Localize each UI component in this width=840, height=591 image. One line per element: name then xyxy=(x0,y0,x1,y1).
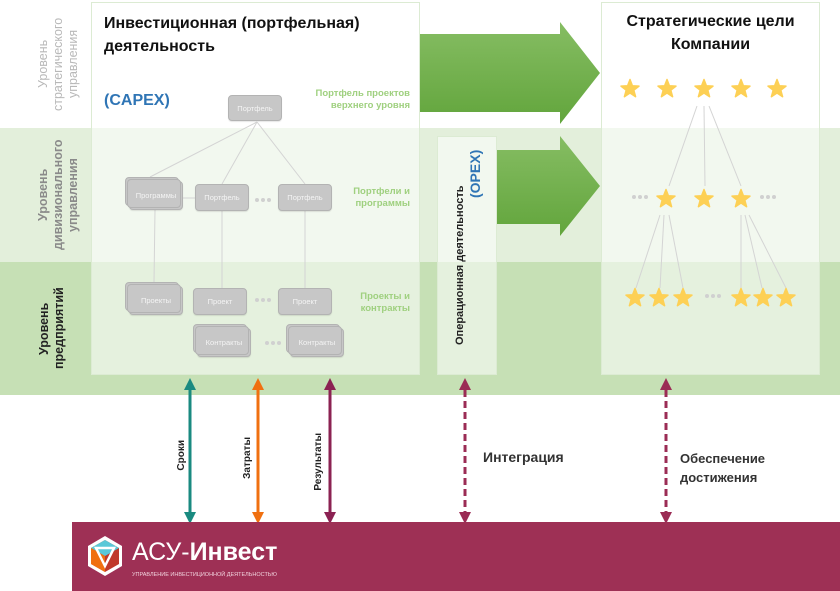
star-icon xyxy=(657,78,677,98)
costs-arrow xyxy=(252,378,264,524)
brand-prefix: АСУ- xyxy=(132,538,190,566)
star-icon xyxy=(776,287,796,307)
node-portfolio-2: Портфель xyxy=(278,184,332,211)
tier-mid-label: Портфели и программы xyxy=(353,186,410,209)
tier-top-label: Портфель проектов верхнего уровня xyxy=(315,88,411,111)
integration-arrow xyxy=(459,378,471,524)
star-icon xyxy=(753,287,773,307)
node-programs: Программы xyxy=(125,177,183,210)
star-icon xyxy=(694,78,714,98)
capex-label: (CAPEX) xyxy=(104,92,170,109)
star-icon xyxy=(625,287,645,307)
goal-stars xyxy=(620,78,796,307)
achievement-label: Обеспечение достижения xyxy=(680,451,766,485)
deadlines-label-wrap: Сроки xyxy=(176,430,187,480)
star-icon xyxy=(656,188,676,208)
brand-name: АСУ-Инвест xyxy=(132,538,277,567)
node-projects: Проекты xyxy=(125,282,183,315)
capex-to-goals-arrow xyxy=(420,22,600,124)
deadlines-label: Сроки xyxy=(176,439,187,471)
results-label: Результаты xyxy=(313,433,324,491)
asu-invest-logo-icon xyxy=(88,536,122,576)
hierarchy-lines xyxy=(149,105,787,289)
costs-label-wrap: Затраты xyxy=(242,430,253,486)
node-project-2: Проект xyxy=(278,288,332,315)
results-arrow xyxy=(324,378,336,524)
star-icon xyxy=(731,287,751,307)
star-icon xyxy=(620,78,640,98)
goals-panel xyxy=(601,2,820,375)
costs-label: Затраты xyxy=(242,437,253,479)
star-icon xyxy=(731,78,751,98)
operations-title: Операционная деятельность xyxy=(453,185,466,345)
node-top-portfolio: Портфель xyxy=(228,95,282,121)
node-portfolio-1: Портфель xyxy=(195,184,249,211)
brand-bar: АСУ-Инвест УПРАВЛЕНИЕ ИНВЕСТИЦИОННОЙ ДЕЯ… xyxy=(72,522,840,591)
star-icon xyxy=(673,287,693,307)
opex-label: (OPEX) xyxy=(466,150,483,199)
brand-main: Инвест xyxy=(189,538,278,566)
star-icon xyxy=(694,188,714,208)
opex-labels: Операционная деятельность (OPEX) xyxy=(445,150,491,345)
achievement-arrow xyxy=(660,378,672,524)
star-icon xyxy=(731,188,751,208)
star-icon xyxy=(767,78,787,98)
tier-bottom-label: Проекты и контракты xyxy=(360,291,410,314)
star-icon xyxy=(649,287,669,307)
node-contracts-1: Контракты xyxy=(193,324,251,357)
goals-title: Стратегические цели Компании xyxy=(626,13,795,53)
ellipsis-dots xyxy=(255,195,776,345)
results-label-wrap: Результаты xyxy=(313,430,324,494)
brand-tagline: УПРАВЛЕНИЕ ИНВЕСТИЦИОННОЙ ДЕЯТЕЛЬНОСТЬЮ xyxy=(132,572,277,578)
investment-title: Инвестиционная (портфельная) деятельност… xyxy=(104,15,360,55)
operations-panel xyxy=(437,136,497,375)
node-contracts-2: Контракты xyxy=(286,324,344,357)
node-project-1: Проект xyxy=(193,288,247,315)
integration-label: Интеграция xyxy=(483,449,564,465)
opex-to-goals-arrow xyxy=(497,136,600,236)
deadlines-arrow xyxy=(184,378,196,524)
